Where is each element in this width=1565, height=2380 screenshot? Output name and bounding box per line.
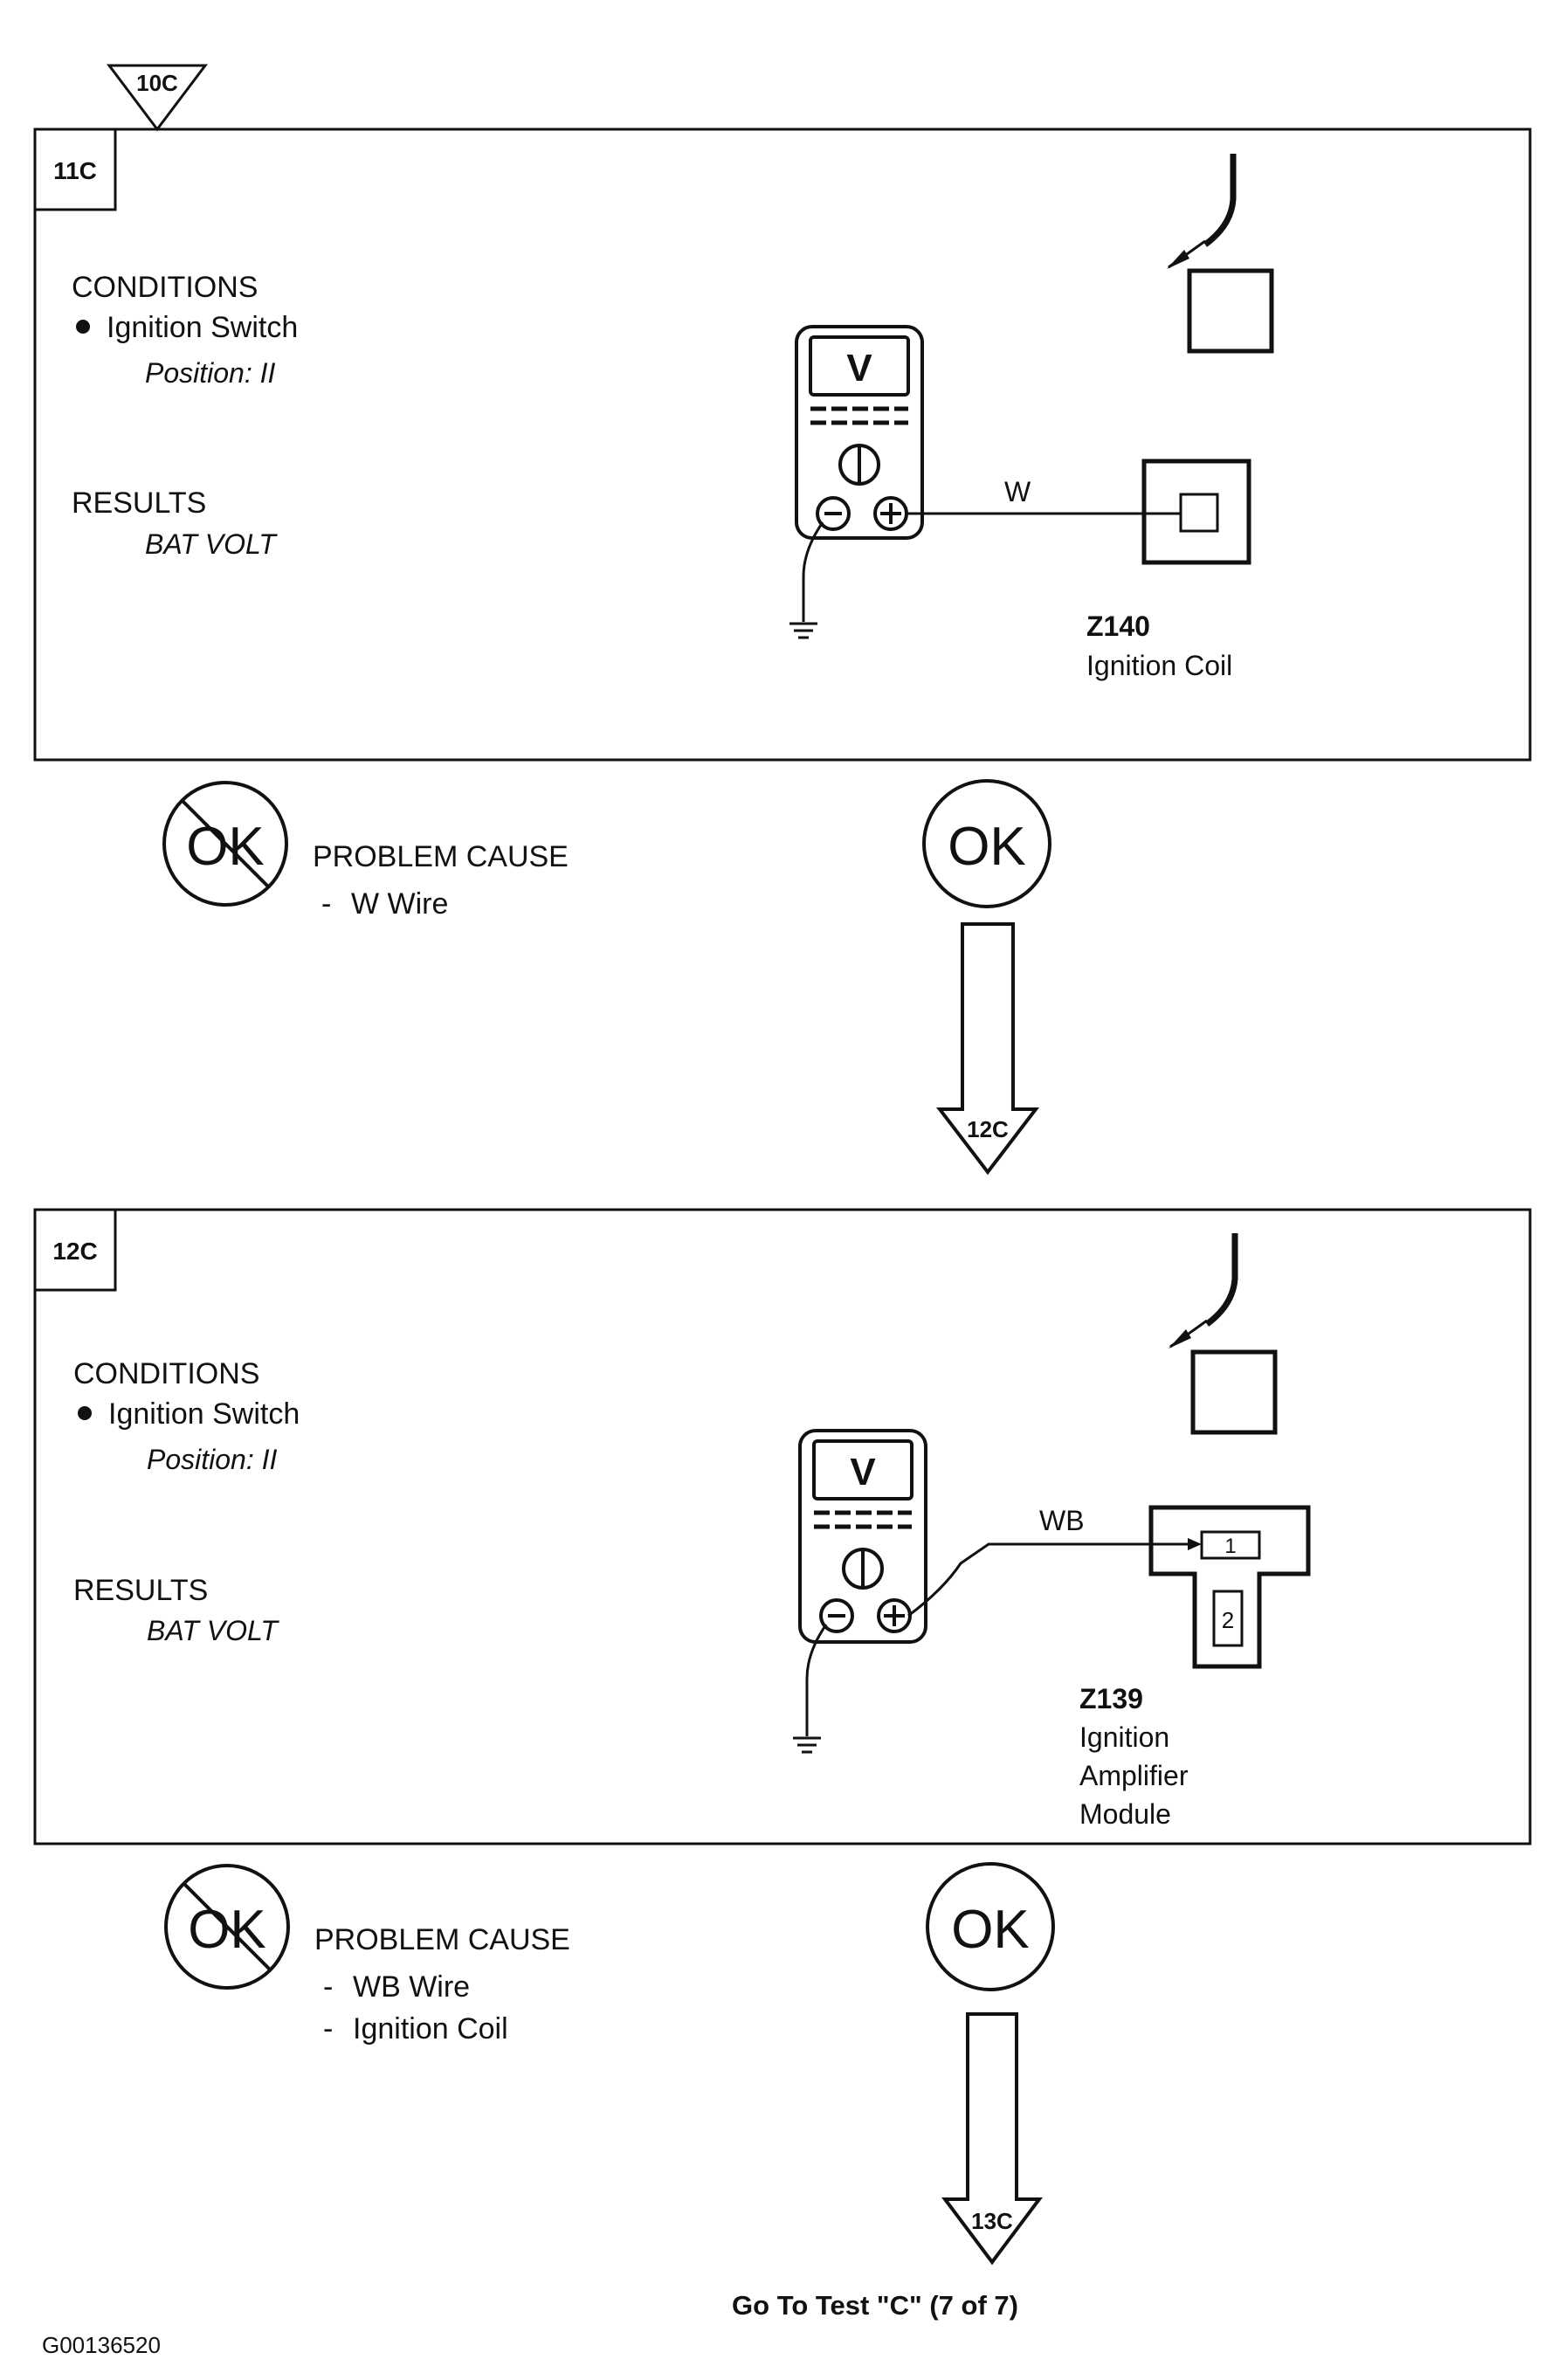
step-11c-pass-badge: OK xyxy=(922,779,1051,908)
step-12c-condition-detail: Position: II xyxy=(147,1444,278,1475)
step-11c-condition-item: Ignition Switch xyxy=(107,311,298,344)
step-11c-meter-symbol: V xyxy=(846,347,872,390)
step-12c-frame xyxy=(33,1208,1532,1845)
step-11c-component-code: Z140 xyxy=(1086,611,1150,642)
step-12c-probe-icon xyxy=(1169,1233,1278,1435)
step-11c-next-arrow: 12C xyxy=(935,922,1040,1176)
step-12c-problem-cause-2: Ignition Coil xyxy=(353,2012,508,2045)
step-11c-problem-heading: PROBLEM CAUSE xyxy=(313,840,569,873)
step-12c-problem-heading: PROBLEM CAUSE xyxy=(314,1923,570,1956)
step-11c-results-heading: RESULTS xyxy=(72,486,206,520)
step-12c-component-code: Z139 xyxy=(1079,1683,1143,1714)
step-12c-pass-badge: OK xyxy=(926,1862,1055,1991)
step-12c-next-arrow: 13C xyxy=(941,2012,1043,2266)
step-11c-wire-label: W xyxy=(1004,476,1031,507)
step-11c-ground-icon xyxy=(789,521,824,639)
step-12c-wire xyxy=(907,1542,1198,1618)
entry-ref-marker: 10C xyxy=(106,64,209,132)
step-12c-component-name-2: Amplifier xyxy=(1079,1760,1189,1791)
step-12c-wire-label: WB xyxy=(1039,1505,1085,1536)
figure-id: G00136520 xyxy=(42,2332,161,2358)
step-12c-component-name-1: Ignition xyxy=(1079,1721,1169,1753)
step-11c-results-value: BAT VOLT xyxy=(145,528,278,560)
step-12c-fail-badge-label: OK xyxy=(188,1900,266,1960)
step-12c-pass-badge-label: OK xyxy=(951,1900,1030,1960)
step-12c-results-heading: RESULTS xyxy=(73,1574,208,1607)
step-12c-wire-arrow-icon xyxy=(1188,1538,1202,1550)
step-11c-connector-outer xyxy=(1141,459,1251,565)
step-12c-meter-symbol: V xyxy=(850,1451,876,1494)
step-12c-multimeter-icon: V xyxy=(798,1429,927,1644)
step-11c-probe-icon xyxy=(1167,154,1274,354)
step-12c-component-name-3: Module xyxy=(1079,1798,1171,1830)
step-12c-panel: 12C CONDITIONS Ignition Switch Position:… xyxy=(33,1208,1532,1845)
step-11c-panel: 11C CONDITIONS Ignition Switch Position:… xyxy=(33,128,1532,762)
step-11c-conditions-heading: CONDITIONS xyxy=(72,271,258,304)
step-11c-frame xyxy=(33,128,1532,762)
step-12c-id: 12C xyxy=(52,1238,97,1265)
step-12c-fail-badge: OK xyxy=(164,1864,290,1990)
step-12c-condition-item: Ignition Switch xyxy=(108,1397,300,1431)
step-11c-problem-dash: - xyxy=(321,887,331,921)
step-12c-problem-dash-1: - xyxy=(323,1970,333,2004)
step-11c-connector-pin xyxy=(1179,493,1219,533)
step-12c-problem-cause-1: WB Wire xyxy=(353,1970,470,2004)
step-11c-problem-cause-1: W Wire xyxy=(351,887,448,921)
step-11c-condition-detail: Position: II xyxy=(145,357,276,389)
step-12c-pin-1: 1 xyxy=(1224,1535,1236,1558)
entry-ref-label: 10C xyxy=(136,70,178,96)
step-11c-component-name: Ignition Coil xyxy=(1086,650,1232,681)
step-12c-id-box xyxy=(33,1208,117,1292)
step-12c-bullet-icon xyxy=(78,1406,92,1420)
step-11c-fail-badge-label: OK xyxy=(186,817,265,877)
step-11c-id-box xyxy=(33,128,117,211)
step-11c-fail-badge: OK xyxy=(162,781,288,907)
step-12c-next-ref: 13C xyxy=(971,2208,1013,2234)
step-12c-module-connector: 1 2 xyxy=(1148,1505,1311,1669)
step-12c-problem-dash-2: - xyxy=(323,2012,333,2045)
step-11c-bullet-icon xyxy=(76,320,90,334)
step-12c-ground-icon xyxy=(793,1624,828,1754)
step-11c-multimeter-icon: V xyxy=(795,325,924,540)
step-12c-pin-2: 2 xyxy=(1222,1607,1234,1633)
step-11c-id: 11C xyxy=(53,157,97,184)
step-12c-results-value: BAT VOLT xyxy=(147,1615,279,1646)
footer-note: Go To Test "C" (7 of 7) xyxy=(732,2290,1018,2321)
entry-ref-triangle xyxy=(106,64,209,132)
step-11c-pass-badge-label: OK xyxy=(948,817,1026,877)
step-12c-conditions-heading: CONDITIONS xyxy=(73,1357,259,1390)
step-11c-next-ref: 12C xyxy=(967,1116,1009,1142)
